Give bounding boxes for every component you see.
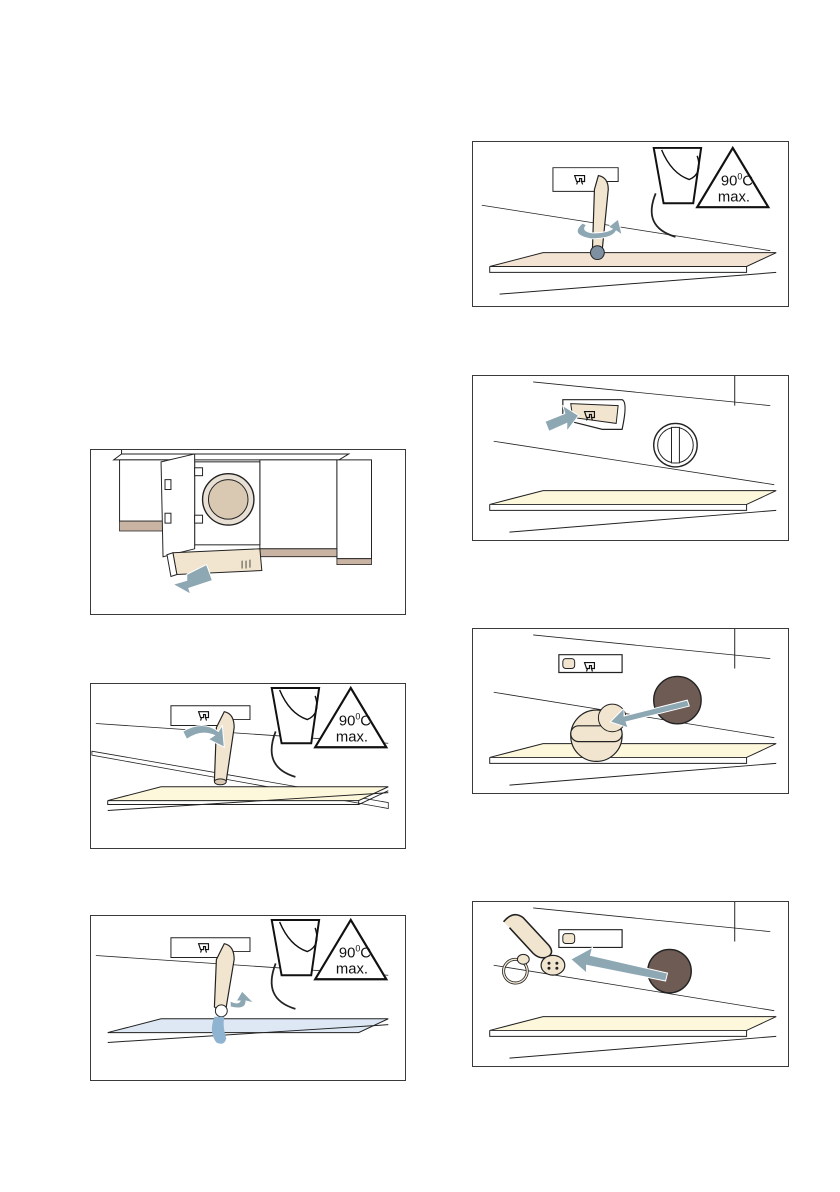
paperclip-icon [504, 915, 552, 958]
turn-arrow-icon [230, 991, 254, 1008]
hot-water-warning-icon: 900C max. [315, 688, 386, 747]
bucket-icon [272, 688, 319, 743]
figure-drain-water: 900C max. [90, 915, 406, 1081]
svg-text:900C: 900C [339, 944, 371, 962]
filter-opening [654, 676, 701, 723]
drain-pump-filter-icon [654, 423, 697, 466]
bucket-icon [654, 148, 701, 203]
figure-close-drain-hose: 900C max. [472, 141, 789, 307]
open-door-icon [161, 454, 195, 557]
figure-remove-pump-filter [472, 628, 789, 794]
hot-water-warning-icon: 900C max. [697, 148, 768, 207]
figure-clean-pump-housing [472, 901, 789, 1067]
hot-water-warning-icon: 900C max. [315, 920, 386, 979]
svg-text:900C: 900C [339, 712, 371, 730]
figure-insert-drain-hose [472, 375, 789, 541]
svg-text:max.: max. [718, 189, 750, 205]
bucket-icon [272, 920, 319, 975]
figure-open-service-flap [90, 449, 406, 615]
button-icon [541, 955, 565, 975]
svg-text:max.: max. [336, 961, 368, 977]
svg-text:max.: max. [336, 729, 368, 745]
figure-lower-drain-hose: 900C max. [90, 683, 406, 849]
svg-text:900C: 900C [721, 172, 753, 190]
